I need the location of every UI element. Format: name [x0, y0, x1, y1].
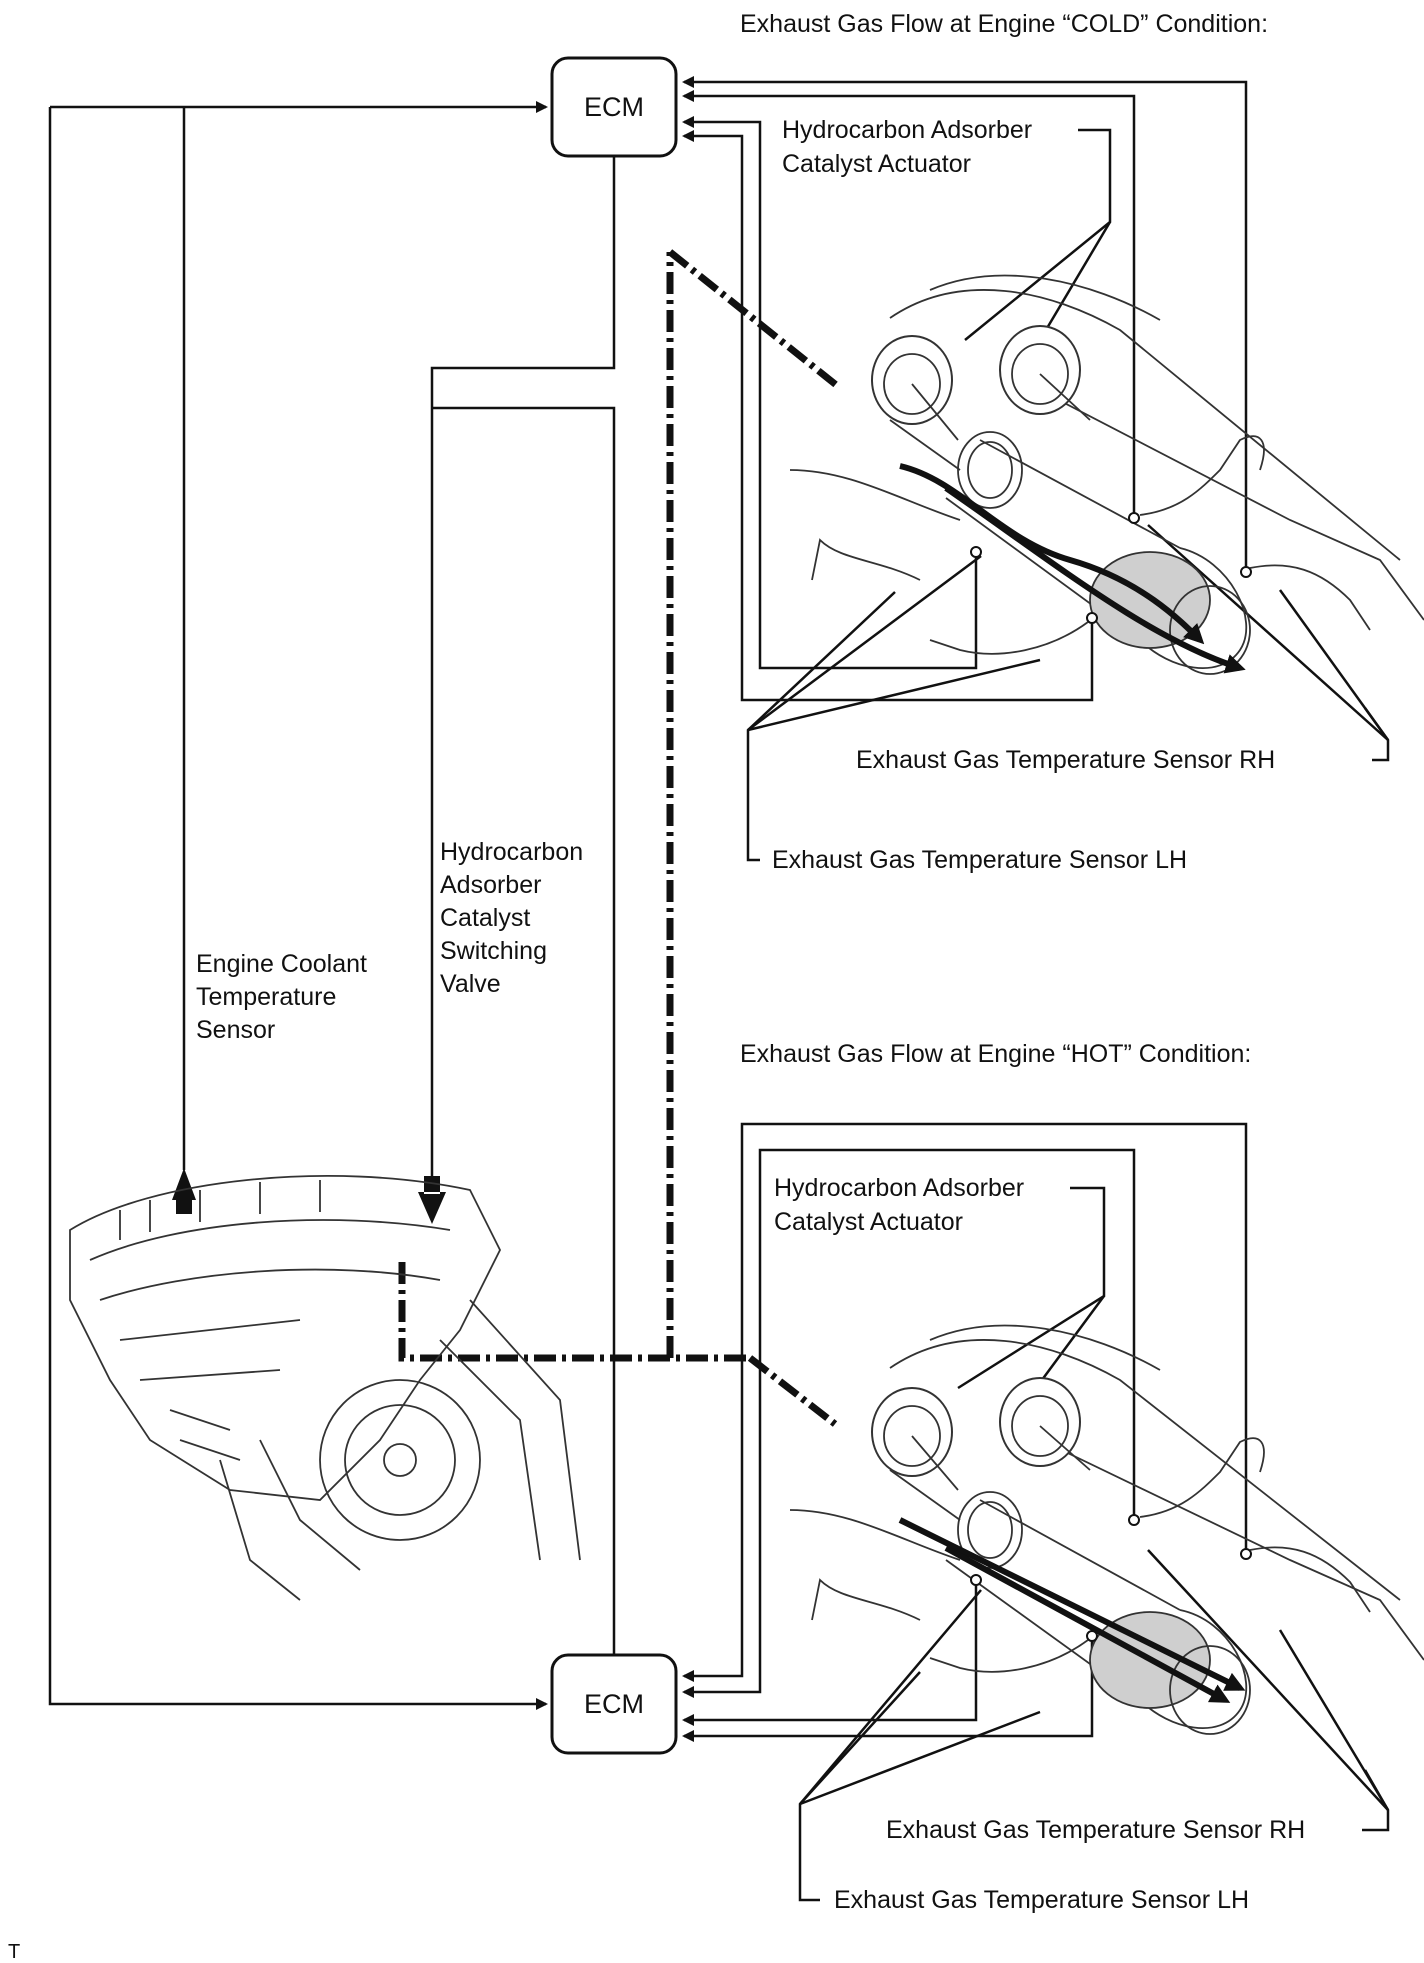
- actuator-left-top: [871, 335, 961, 471]
- hot-actuator-label-line2: Catalyst Actuator: [774, 1208, 963, 1236]
- top-panel-wiring: [682, 76, 1390, 862]
- bottom-panel-wiring: [682, 1122, 1390, 1902]
- valve-label-line2: Adsorber: [440, 871, 541, 899]
- cold-sensor-rh-label: Exhaust Gas Temperature Sensor RH: [856, 746, 1275, 774]
- actuator-right-top: [999, 325, 1091, 421]
- figure-code: T: [8, 1941, 20, 1963]
- hot-sensor-lh-label: Exhaust Gas Temperature Sensor LH: [834, 1886, 1249, 1914]
- ecm-top: ECM: [550, 56, 678, 158]
- switching-valve-label: Hydrocarbon Adsorber Catalyst Switching …: [440, 838, 583, 998]
- ecm-bottom: ECM: [550, 1653, 678, 1755]
- switching-valve-wiring: [418, 156, 616, 1655]
- cold-condition-title: Exhaust Gas Flow at Engine “COLD” Condit…: [740, 10, 1268, 38]
- actuator-right-bottom: [999, 1377, 1091, 1471]
- hot-condition-title: Exhaust Gas Flow at Engine “HOT” Conditi…: [740, 1040, 1251, 1068]
- ecm-bottom-label: ECM: [584, 1689, 644, 1719]
- valve-label-line1: Hydrocarbon: [440, 838, 583, 866]
- hot-sensor-rh-label: Exhaust Gas Temperature Sensor RH: [886, 1816, 1305, 1844]
- hot-actuator-label: Hydrocarbon Adsorber Catalyst Actuator: [774, 1174, 1024, 1236]
- cold-actuator-label-line1: Hydrocarbon Adsorber: [782, 116, 1032, 144]
- cold-actuator-label: Hydrocarbon Adsorber Catalyst Actuator: [782, 116, 1032, 178]
- ecm-top-label: ECM: [584, 92, 644, 122]
- coolant-sensor-wiring: [48, 101, 548, 1710]
- coolant-label-line1: Engine Coolant: [196, 950, 367, 978]
- cold-actuator-label-line2: Catalyst Actuator: [782, 150, 971, 178]
- vacuum-line: [398, 249, 843, 1427]
- coolant-label-line3: Sensor: [196, 1016, 275, 1044]
- coolant-label-line2: Temperature: [196, 983, 336, 1011]
- cold-sensor-lh-label: Exhaust Gas Temperature Sensor LH: [772, 846, 1187, 874]
- hot-actuator-label-line1: Hydrocarbon Adsorber: [774, 1174, 1024, 1202]
- cold-exhaust-illustration: [789, 274, 1424, 675]
- hot-exhaust-illustration: [789, 1324, 1424, 1735]
- engine-illustration: [69, 1175, 581, 1601]
- valve-label-line5: Valve: [440, 970, 501, 998]
- actuator-left-bottom: [871, 1387, 961, 1521]
- valve-label-line3: Catalyst: [440, 904, 530, 932]
- engine-coolant-sensor-label: Engine Coolant Temperature Sensor: [196, 950, 367, 1044]
- valve-label-line4: Switching: [440, 937, 547, 965]
